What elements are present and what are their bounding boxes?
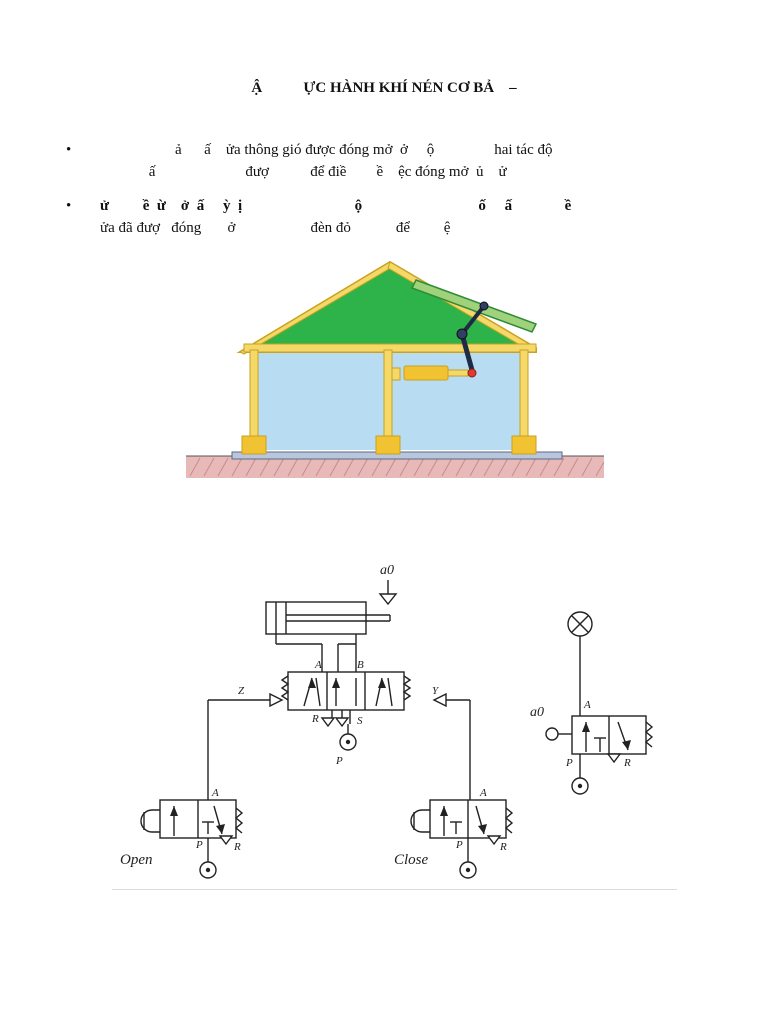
label-open: Open <box>120 852 153 868</box>
label-port-r: R <box>311 713 319 725</box>
bullet-2-line-2: ửa đã đượ đóng ở đèn đỏ để ệ <box>100 220 451 236</box>
label-sensor-p: P <box>565 757 573 769</box>
pressure-source-main <box>339 733 357 751</box>
bullet-1-line-1: ả ấ ửa thông gió được đóng mở ở ộ hai tá… <box>100 142 553 158</box>
bullet-1-line-2: ấ đượ để điề ề ệc đóng mở ủ ử <box>100 164 507 180</box>
cylinder-body <box>265 601 367 635</box>
pressure-source-close <box>459 861 477 879</box>
post-left <box>249 349 259 441</box>
label-a0-cylinder: a0 <box>380 563 394 578</box>
label-sensor-a: A <box>583 699 591 711</box>
post-right <box>519 349 529 441</box>
bottom-divider <box>112 889 677 890</box>
post-middle <box>383 349 393 441</box>
label-open-r: R <box>233 841 241 853</box>
footing-right <box>511 435 537 455</box>
pneumatic-cylinder <box>391 365 477 381</box>
label-port-s: S <box>357 715 363 727</box>
wall-left <box>256 344 384 450</box>
house-illustration <box>180 250 610 482</box>
label-close-r: R <box>499 841 507 853</box>
bullet-marker: • <box>66 198 72 214</box>
footing-middle <box>375 435 401 455</box>
label-close: Close <box>394 852 429 868</box>
bullet-marker: • <box>66 142 72 158</box>
label-pilot-y: Y <box>432 685 440 697</box>
label-sensor-r: R <box>623 757 631 769</box>
label-a0-sensor: a0 <box>530 705 544 720</box>
wall-right <box>392 344 522 450</box>
label-port-a: A <box>314 659 322 671</box>
bullet-2-line-1: ử ề ừ ở ấ ỳ ị ộ ố ấ ề <box>100 198 572 214</box>
footing-left <box>241 435 267 455</box>
page-title: Ậ ỰC HÀNH KHÍ NÉN CƠ BẢ – <box>251 80 517 96</box>
main-valve <box>287 671 405 711</box>
label-close-p: P <box>455 839 463 851</box>
label-pilot-z: Z <box>238 685 245 697</box>
pressure-source-sensor <box>571 777 589 795</box>
label-open-p: P <box>195 839 203 851</box>
roof-hatch <box>410 279 538 333</box>
label-port-b: B <box>357 659 364 671</box>
label-open-a: A <box>211 787 219 799</box>
label-close-a: A <box>479 787 487 799</box>
label-port-p-main: P <box>335 755 343 767</box>
pressure-source-open <box>199 861 217 879</box>
pneumatic-circuit: a0 A B Z Y R S P A P R A P R A P R a0 Op… <box>120 563 654 879</box>
